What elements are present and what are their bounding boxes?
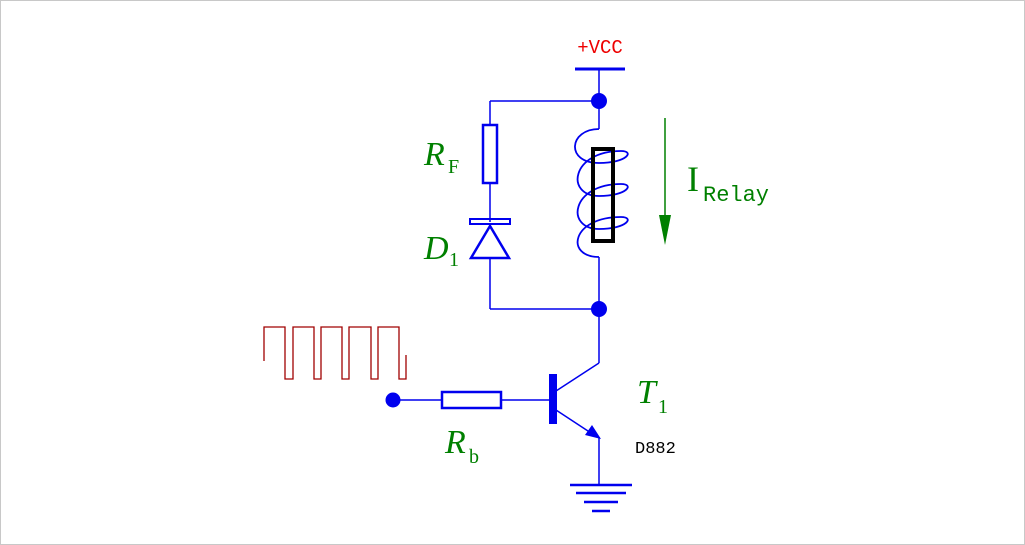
d1-label: D [423,230,449,267]
t1-label: T [637,374,658,411]
npn-transistor-icon [549,309,601,485]
rf-label: R [423,136,445,173]
rb-subscript: b [469,446,479,468]
relay-current-label: I [687,159,699,199]
vcc-label: +VCC [577,37,623,59]
d1-subscript: 1 [449,249,459,271]
diode-icon [468,218,512,260]
relay-current-subscript: Relay [703,183,769,208]
bottom-left-wire [489,258,599,310]
freewheel-resistor [481,123,499,185]
arrow-down-icon [659,118,671,245]
square-wave-icon [263,326,407,380]
top-wire [489,100,599,125]
relay-core [591,147,615,243]
part-number-label: D882 [635,440,676,459]
relay-coil-icon [574,101,629,309]
rf-subscript: F [448,156,459,178]
ground-icon [570,483,632,513]
base-resistor [440,390,503,410]
rb-label: R [444,424,466,461]
t1-subscript: 1 [658,396,668,418]
